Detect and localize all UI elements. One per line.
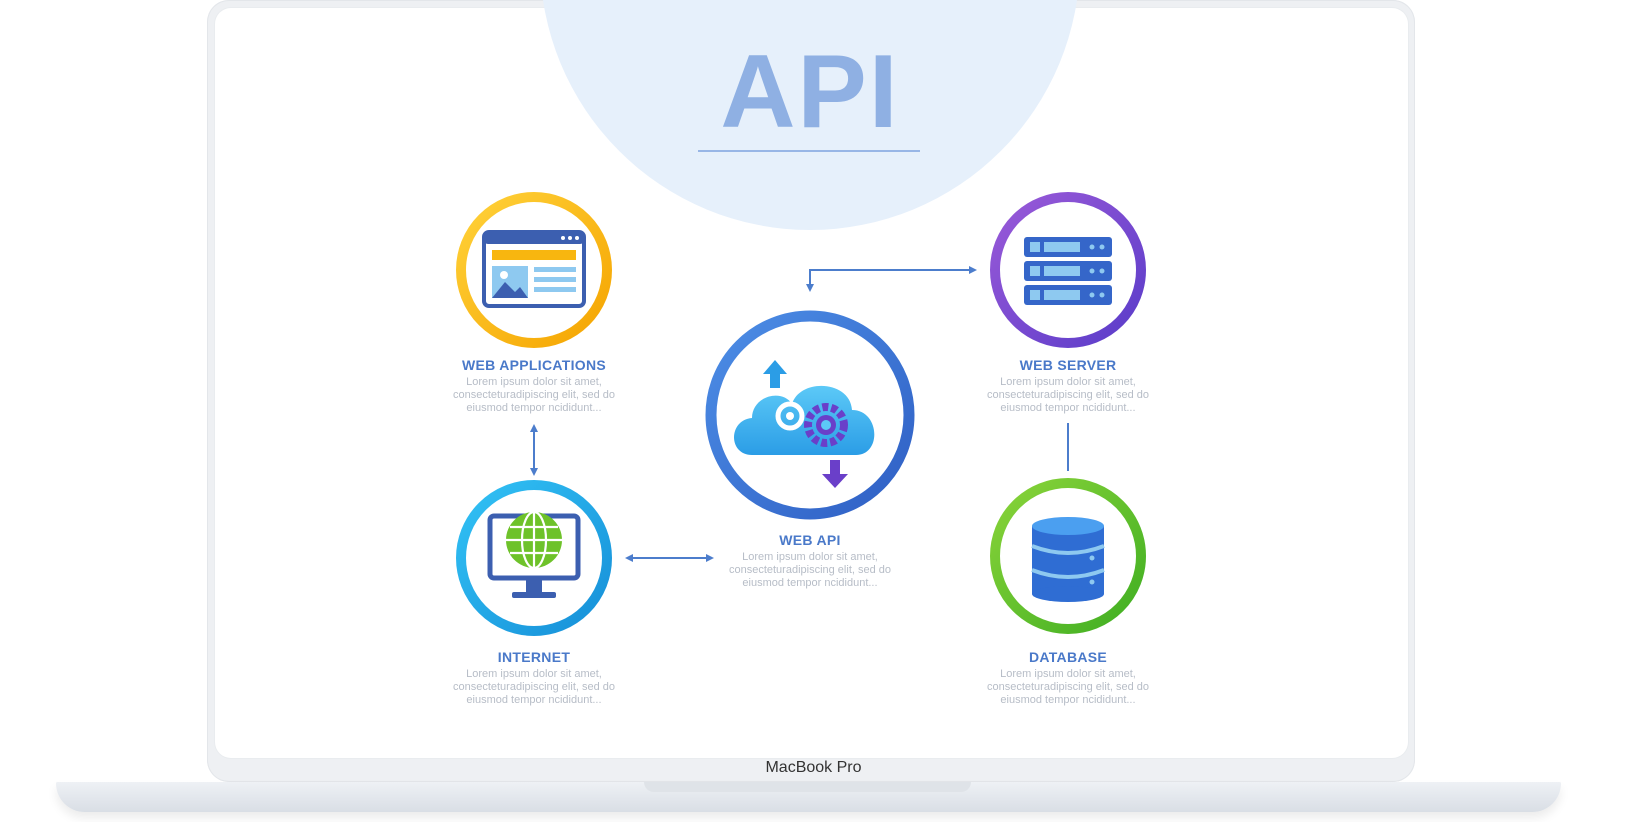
internet-title: INTERNET [497, 649, 571, 665]
globe-monitor-icon [487, 510, 581, 598]
node-web-server [990, 192, 1146, 348]
desc-line: Lorem ipsum dolor sit amet, [466, 376, 602, 388]
server-rack-icon [1024, 237, 1112, 305]
desc-line: eiusmod tempor ncididunt... [1000, 694, 1136, 706]
device-label: MacBook Pro [765, 759, 862, 776]
web-server-desc: Lorem ipsum dolor sit amet, consectetura… [968, 376, 1168, 415]
internet-desc: Lorem ipsum dolor sit amet, consectetura… [434, 668, 634, 707]
node-web-applications [456, 192, 612, 348]
database-cylinder-icon [1031, 517, 1105, 602]
node-web-api [705, 310, 915, 520]
web-api-desc: Lorem ipsum dolor sit amet, consectetura… [710, 551, 910, 590]
desc-line: Lorem ipsum dolor sit amet, [742, 551, 878, 563]
web-applications-title: WEB APPLICATIONS [461, 357, 607, 373]
web-api-title: WEB API [779, 532, 841, 548]
desc-line: eiusmod tempor ncididunt... [466, 402, 602, 414]
desc-line: Lorem ipsum dolor sit amet, [1000, 668, 1136, 680]
connector-webapi-webserver [806, 266, 977, 292]
cloud-gears-icon [734, 360, 875, 488]
desc-line: consecteturadipiscing elit, sed do [452, 681, 616, 693]
title-underline [698, 150, 920, 152]
database-title: DATABASE [1028, 649, 1108, 665]
desc-line: consecteturadipiscing elit, sed do [452, 389, 616, 401]
desc-line: eiusmod tempor ncididunt... [466, 694, 602, 706]
desc-line: consecteturadipiscing elit, sed do [986, 389, 1150, 401]
web-applications-desc: Lorem ipsum dolor sit amet, consectetura… [434, 376, 634, 415]
desc-line: Lorem ipsum dolor sit amet, [466, 668, 602, 680]
desc-line: consecteturadipiscing elit, sed do [986, 681, 1150, 693]
laptop-base-notch [644, 782, 971, 792]
web-server-title: WEB SERVER [1019, 357, 1117, 373]
desc-line: eiusmod tempor ncididunt... [742, 577, 878, 589]
node-database [990, 478, 1146, 634]
desc-line: eiusmod tempor ncididunt... [1000, 402, 1136, 414]
browser-window-icon [482, 230, 586, 308]
desc-line: Lorem ipsum dolor sit amet, [1000, 376, 1136, 388]
diagram-title: API [720, 34, 900, 150]
desc-line: consecteturadipiscing elit, sed do [728, 564, 892, 576]
node-internet [456, 480, 612, 636]
database-desc: Lorem ipsum dolor sit amet, consectetura… [968, 668, 1168, 707]
